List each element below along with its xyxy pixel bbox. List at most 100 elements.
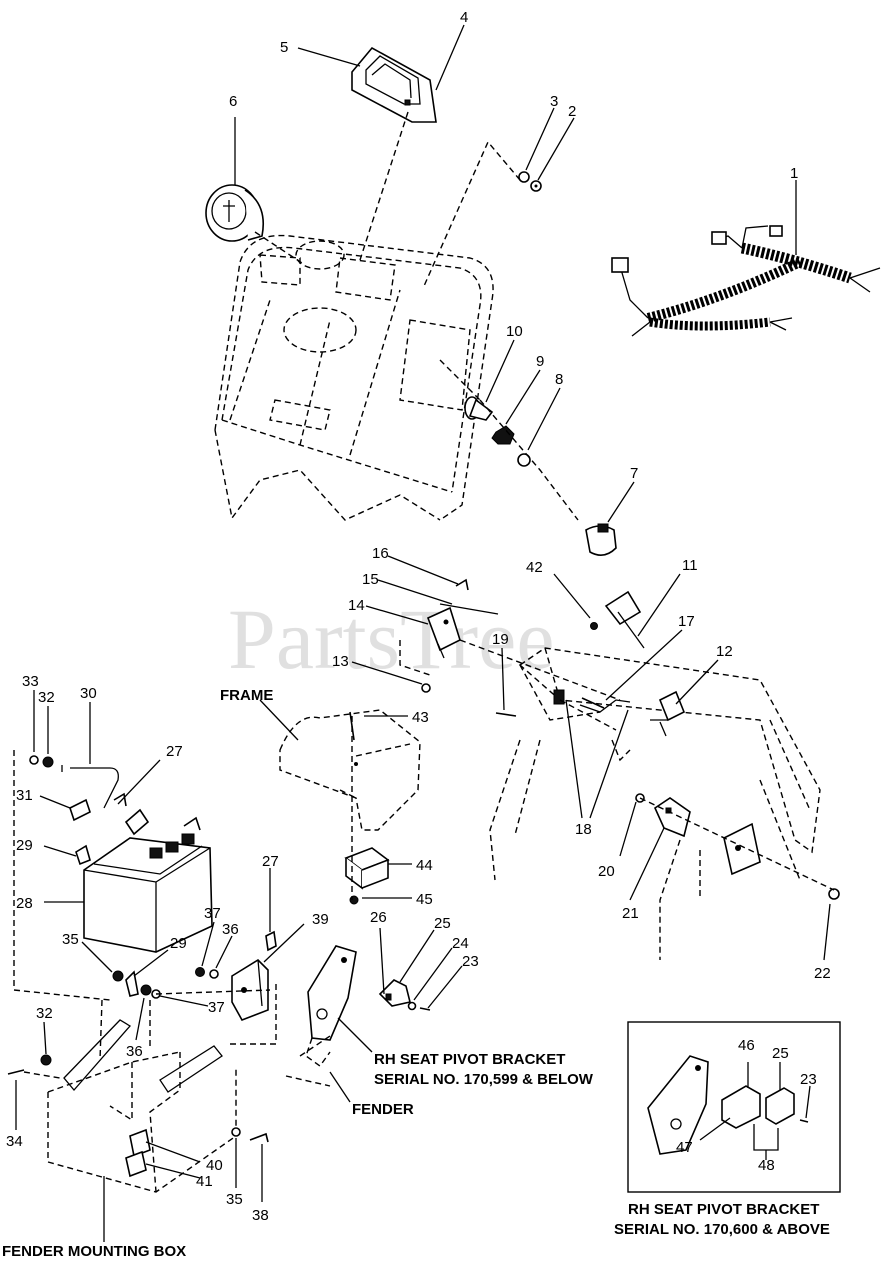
leader-36 xyxy=(135,997,145,1041)
bolt-19 xyxy=(495,712,517,717)
label-rh-seat-high-1: RH SEAT PIVOT BRACKET xyxy=(628,1201,819,1218)
callout-37: 37 xyxy=(204,905,221,922)
leader-22 xyxy=(823,903,831,961)
callout-11: 11 xyxy=(682,557,698,574)
callout-5: 5 xyxy=(280,39,288,56)
leader-27 xyxy=(117,759,161,805)
leader-24 xyxy=(413,947,453,1001)
boot-29 xyxy=(75,844,91,866)
leader-bolt-dash xyxy=(559,699,617,731)
battery-box-dash xyxy=(13,750,111,1001)
ignition-key xyxy=(464,396,494,421)
seat-pivot-bracket-low xyxy=(305,945,357,1067)
leader-2 xyxy=(537,117,575,181)
callout-23: 23 xyxy=(462,953,479,970)
washer-32 xyxy=(42,756,54,768)
frame-part xyxy=(279,709,421,831)
leader-frame xyxy=(259,699,299,741)
nut-35b xyxy=(231,1127,241,1137)
pin-16 xyxy=(455,578,469,591)
label-fender: FENDER xyxy=(352,1101,414,1118)
nut-45 xyxy=(349,895,359,905)
leader-3 xyxy=(525,107,555,171)
watermark: PartsTree xyxy=(228,591,555,687)
bolt-34 xyxy=(7,1069,25,1075)
callout-9: 9 xyxy=(536,353,544,370)
leader-4 xyxy=(435,24,465,91)
callout-22: 22 xyxy=(814,965,831,982)
leader-13 xyxy=(351,661,423,685)
label-fender-mounting-box: FENDER MOUNTING BOX xyxy=(2,1243,186,1260)
callout-41: 41 xyxy=(196,1173,213,1190)
callout-20: 20 xyxy=(598,863,615,880)
screw-23 xyxy=(419,1007,431,1011)
dash-panel xyxy=(214,234,494,521)
cable-27b xyxy=(265,930,277,952)
rod-15 xyxy=(439,603,499,615)
callouts: 1 2 3 4 5 6 7 8 9 10 11 12 13 14 15 16 1… xyxy=(6,9,831,1224)
callout-30: 30 xyxy=(80,685,97,702)
leader-key-dash xyxy=(439,359,579,521)
callout-48: 48 xyxy=(758,1157,775,1174)
callout-18: 18 xyxy=(575,821,592,838)
callout-44: 44 xyxy=(416,857,433,874)
bracket-25-26 xyxy=(378,979,411,1007)
callout-46: 46 xyxy=(738,1037,755,1054)
washer-36b xyxy=(209,969,219,979)
terminal-29b xyxy=(125,970,139,997)
switch-bracket-11 xyxy=(604,590,645,649)
leader-19 xyxy=(501,647,505,711)
nut-22 xyxy=(828,888,840,900)
leader-20-22-dash xyxy=(639,797,835,891)
label-rh-seat-low-1: RH SEAT PIVOT BRACKET xyxy=(374,1051,565,1068)
fender-mounting-box xyxy=(47,1019,237,1193)
callout-38: 38 xyxy=(252,1207,269,1224)
leader-41 xyxy=(145,1163,201,1179)
nut-42 xyxy=(590,622,598,630)
callout-25: 25 xyxy=(434,915,451,932)
callout-8: 8 xyxy=(555,371,563,388)
leader-42 xyxy=(553,573,591,619)
fender-box-dash xyxy=(23,999,151,1079)
leader-11 xyxy=(637,573,681,637)
callout-36: 36 xyxy=(126,1043,143,1060)
leader-2-3-dash xyxy=(423,140,521,287)
leader-10 xyxy=(485,339,515,403)
leader-40 xyxy=(145,1141,201,1163)
leader-18 xyxy=(565,699,629,819)
pivot-bracket-21 xyxy=(653,797,691,838)
callout-25b: 25 xyxy=(772,1045,789,1062)
callout-27: 27 xyxy=(166,743,183,760)
washer-24 xyxy=(407,1001,417,1011)
callout-15: 15 xyxy=(362,571,379,588)
callout-24: 24 xyxy=(452,935,469,952)
callout-23b: 23 xyxy=(800,1071,817,1088)
leader-32b xyxy=(43,1021,47,1055)
callout-19: 19 xyxy=(492,631,509,648)
bolt-38 xyxy=(249,1132,269,1143)
callout-10: 10 xyxy=(506,323,523,340)
terminal-31 xyxy=(69,798,91,822)
callout-36b: 36 xyxy=(222,921,239,938)
callout-35b: 35 xyxy=(226,1191,243,1208)
leader-37 xyxy=(159,995,209,1007)
mounting-plate xyxy=(723,822,761,876)
leader-fender xyxy=(329,1071,351,1103)
callout-6: 6 xyxy=(229,93,237,110)
cable-bracket-39 xyxy=(231,958,269,1021)
callout-4: 4 xyxy=(460,9,468,26)
callout-7: 7 xyxy=(630,465,638,482)
label-rh-seat-low-2: SERIAL NO. 170,599 & BELOW xyxy=(374,1071,594,1088)
leader-26 xyxy=(379,927,385,995)
label-frame: FRAME xyxy=(220,687,273,704)
cable-27 xyxy=(113,792,127,807)
key-switch-nut xyxy=(491,425,515,445)
callout-28: 28 xyxy=(16,895,33,912)
leader-16 xyxy=(387,555,459,585)
callout-39: 39 xyxy=(312,911,329,928)
leader-14 xyxy=(365,605,429,625)
callout-13: 13 xyxy=(332,653,349,670)
leader-36b xyxy=(215,935,233,969)
bolt-17 xyxy=(581,697,605,709)
